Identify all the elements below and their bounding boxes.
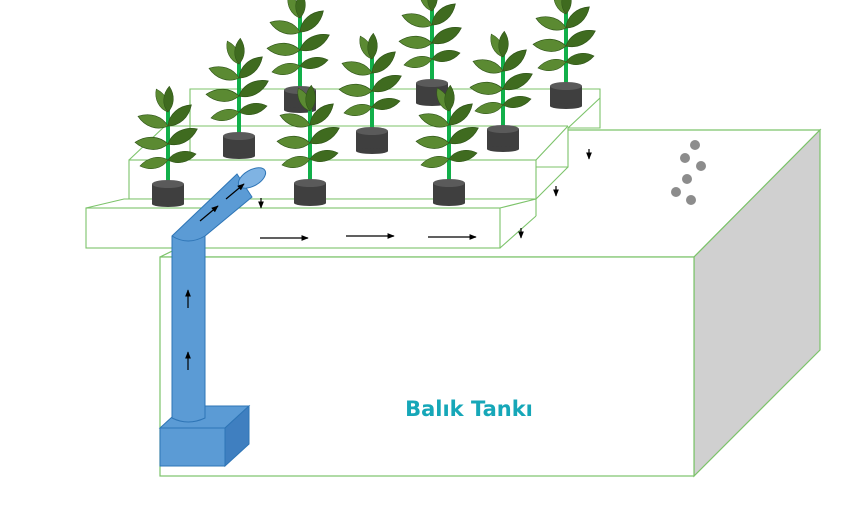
leafy-plant-icon [338, 32, 402, 116]
air-bubble-icon [696, 161, 706, 171]
leafy-plant-icon [398, 0, 462, 68]
net-pot-icon [223, 132, 255, 159]
leafy-plant-icon [276, 84, 340, 168]
air-bubble-icon [682, 174, 692, 184]
plant [532, 0, 596, 109]
air-bubble-icon [690, 140, 700, 150]
plant [134, 85, 198, 207]
plant [469, 30, 533, 152]
net-pot-icon [487, 125, 519, 152]
plant [205, 37, 269, 159]
net-pot-icon [550, 82, 582, 109]
tank-label: Balık Tankı [405, 397, 533, 421]
air-bubble-icon [686, 195, 696, 205]
net-pot-icon [152, 180, 184, 207]
plant [276, 84, 340, 206]
leafy-plant-icon [266, 0, 330, 75]
leafy-plant-icon [134, 85, 198, 169]
pump-front [159, 427, 226, 467]
net-pot-icon [356, 127, 388, 154]
flow-arrow-icon [225, 183, 245, 200]
leafy-plant-icon [532, 0, 596, 71]
water-pipe [171, 167, 267, 423]
plant [398, 0, 462, 106]
air-bubble-icon [680, 153, 690, 163]
air-bubbles [671, 140, 706, 205]
flow-arrows [185, 149, 592, 370]
leafy-plant-icon [415, 84, 479, 168]
air-bubble-icon [671, 187, 681, 197]
plant [415, 84, 479, 206]
net-pot-icon [294, 179, 326, 206]
grow-bed-front [85, 198, 537, 249]
leafy-plant-icon [205, 37, 269, 121]
flow-arrow-icon [199, 205, 219, 222]
net-pot-icon [433, 179, 465, 206]
plants [134, 0, 596, 207]
leafy-plant-icon [469, 30, 533, 114]
plant [338, 32, 402, 154]
